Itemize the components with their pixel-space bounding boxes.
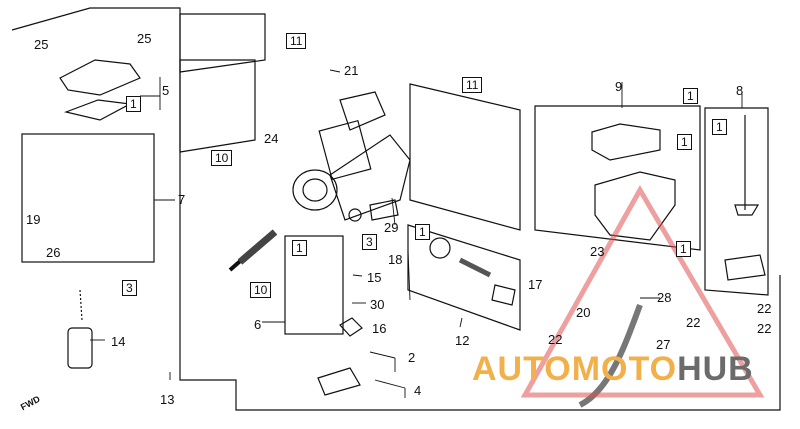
callout-15: 15 <box>367 270 382 285</box>
watermark-triangle <box>520 184 765 398</box>
group-12-box <box>407 224 521 331</box>
boxed-callout-1: 1 <box>712 119 727 135</box>
callout-22: 22 <box>548 332 563 347</box>
pump-cover-part <box>724 254 766 281</box>
callout-14: 14 <box>111 334 126 349</box>
boxed-callout-11: 11 <box>462 77 483 93</box>
drain-tube-part <box>578 303 643 408</box>
callout-26: 26 <box>46 245 61 260</box>
callout-8: 8 <box>736 83 744 98</box>
callout-20: 20 <box>576 305 591 320</box>
callout-19: 19 <box>26 212 41 227</box>
watermark-part1: AUTOMOTO <box>472 350 678 388</box>
slide-spring-part <box>237 229 278 265</box>
callout-21: 21 <box>344 63 359 78</box>
group-11-right-box <box>409 83 521 231</box>
callout-29: 29 <box>384 220 399 235</box>
pump-diaphragm-part <box>734 204 760 216</box>
callout-13: 13 <box>160 392 175 407</box>
choke-body-part <box>491 284 516 306</box>
callout-22: 22 <box>757 301 772 316</box>
group-11-box <box>179 13 266 73</box>
callout-12: 12 <box>455 333 470 348</box>
group-9-box <box>534 105 701 251</box>
callout-28: 28 <box>657 290 672 305</box>
callout-22: 22 <box>686 315 701 330</box>
leader-lines <box>90 69 743 398</box>
group-6-box <box>284 235 344 335</box>
callout-27: 27 <box>656 337 671 352</box>
callout-6: 6 <box>254 317 262 332</box>
choke-spring-part <box>458 257 492 278</box>
slide-spring-small <box>79 289 83 321</box>
group-7-box <box>21 133 155 263</box>
boxed-callout-1: 1 <box>126 96 141 112</box>
float-chamber-part <box>594 171 676 241</box>
callout-25: 25 <box>34 37 49 52</box>
boxed-callout-1: 1 <box>677 134 692 150</box>
boxed-callout-11: 11 <box>286 33 307 49</box>
watermark-part2: HUB <box>677 350 754 388</box>
top-cover-part <box>59 59 141 96</box>
gasket-part <box>63 99 132 121</box>
throttle-slide-part <box>67 327 93 369</box>
boxed-callout-1: 1 <box>415 224 430 240</box>
choke-gear-part <box>429 237 451 259</box>
boxed-callout-1: 1 <box>676 241 691 257</box>
frame-outline <box>11 7 781 411</box>
needle-jet-holder-part <box>339 317 363 337</box>
boxed-callout-3: 3 <box>362 234 377 250</box>
boxed-callout-1: 1 <box>292 240 307 256</box>
callout-5: 5 <box>162 83 170 98</box>
float-gasket-part <box>591 123 661 161</box>
callout-25: 25 <box>137 31 152 46</box>
callout-17: 17 <box>528 277 543 292</box>
callout-9: 9 <box>615 79 623 94</box>
callout-24: 24 <box>264 131 279 146</box>
boxed-callout-3: 3 <box>122 280 137 296</box>
group-10-box <box>179 59 256 153</box>
carburetor-body <box>292 91 411 222</box>
callout-30: 30 <box>370 297 385 312</box>
watermark-logo: AUTOMOTOHUB <box>472 350 754 389</box>
callout-22: 22 <box>757 321 772 336</box>
float-part <box>317 367 361 396</box>
callout-18: 18 <box>388 252 403 267</box>
boxed-callout-10: 10 <box>211 150 233 166</box>
boxed-callout-1: 1 <box>683 88 698 104</box>
callout-23: 23 <box>590 244 605 259</box>
callout-2: 2 <box>408 350 416 365</box>
callout-16: 16 <box>372 321 387 336</box>
callout-7: 7 <box>178 192 186 207</box>
callout-4: 4 <box>414 383 422 398</box>
group-8-box <box>704 107 769 296</box>
boxed-callout-10: 10 <box>250 282 272 298</box>
